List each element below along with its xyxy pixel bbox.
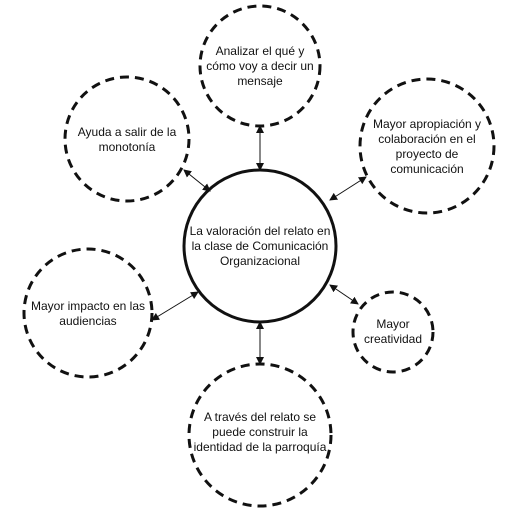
node-label-right: Mayor creatividad [363,317,423,346]
node-circle-top [198,4,322,128]
node-label-upper-left: Ayuda a salir de la monotonía [77,125,177,154]
node-circle-upper-left [63,75,191,203]
node-label-bottom: A través del relato se puede construir l… [193,409,327,454]
connector-upper-right [329,176,367,201]
node-label-upper-right: Mayor apropiación y colaboración en el p… [372,117,482,176]
node-circle-left [22,247,154,379]
node-circle-right [351,290,435,374]
center-label: La valoración del relato en la clase de … [189,223,331,268]
node-label-left: Mayor impacto en las audiencias [30,299,146,328]
connector-right [329,284,359,305]
connector-upper-left [183,169,211,192]
connector-left [151,291,199,321]
center-circle [182,168,338,324]
node-circle-upper-right [358,77,496,215]
node-circle-bottom [187,362,333,508]
node-label-top: Analizar el qué y cómo voy a decir un me… [206,43,314,88]
